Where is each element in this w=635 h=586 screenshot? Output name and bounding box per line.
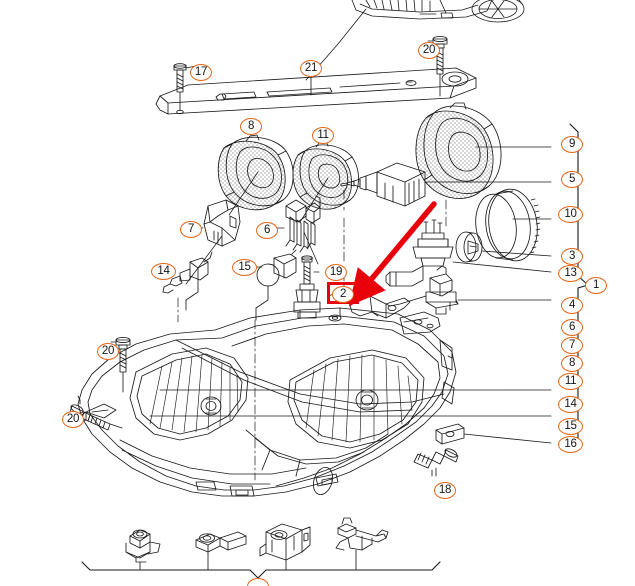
callout-6-list[interactable]: 6 (561, 319, 583, 336)
part-19-adjuster-screw (293, 255, 321, 319)
part-14-bulb (162, 251, 213, 311)
callout-17[interactable]: 17 (190, 64, 212, 81)
part-5-range-motor (340, 162, 552, 207)
leader-lines-right (149, 389, 552, 417)
callout-8-list[interactable]: 8 (561, 355, 583, 372)
bottom-part-1 (125, 529, 161, 571)
part-3-socket-cap (455, 231, 552, 263)
part-4-bulb-socket (385, 265, 552, 315)
car-front-thumbnail (305, 0, 525, 81)
callout-11-upper[interactable]: 11 (312, 127, 334, 144)
callout-20-lower-left[interactable]: 20 (62, 411, 84, 428)
part-1-headlight-housing (77, 307, 457, 497)
callout-20-top[interactable]: 20 (418, 42, 440, 59)
part-6-holder-clip (269, 195, 321, 265)
callout-14-list[interactable]: 14 (558, 396, 583, 413)
bottom-part-2 (195, 531, 247, 571)
bottom-part-3 (259, 523, 311, 571)
callout-11-list[interactable]: 11 (558, 373, 583, 390)
part-15-bulb (248, 249, 297, 321)
callout-7-left[interactable]: 7 (180, 221, 202, 238)
callout-3[interactable]: 3 (561, 248, 583, 265)
callout-2[interactable]: 2 (332, 286, 354, 303)
part-11-seal-cap (292, 135, 359, 223)
callout-8[interactable]: 8 (240, 118, 262, 135)
callout-21[interactable]: 21 (300, 60, 322, 77)
callout-18[interactable]: 18 (434, 482, 456, 499)
headlamp-mount-bracket-left (349, 295, 411, 319)
callout-14-left[interactable]: 14 (151, 263, 176, 280)
bottom-part-4 (335, 517, 389, 571)
part-9-seal-cap-large (415, 102, 552, 199)
highlight-arrow (348, 201, 437, 307)
callout-19[interactable]: 19 (325, 264, 347, 281)
callout-5[interactable]: 5 (561, 171, 583, 188)
callout-10[interactable]: 10 (558, 206, 583, 223)
part-17-screw (173, 63, 197, 115)
callout-1-bracket[interactable]: 1 (585, 277, 607, 294)
bottom-parts-row (81, 517, 441, 579)
callout-16[interactable]: 16 (558, 436, 583, 453)
part-18-screw-lower (413, 448, 459, 477)
callout-7-list[interactable]: 7 (561, 337, 583, 354)
callout-20-mid-left[interactable]: 20 (97, 343, 119, 360)
part-10-retaining-ring (475, 188, 552, 262)
part-16-retaining-clip (435, 423, 552, 445)
callout-15-list[interactable]: 15 (558, 418, 583, 435)
part-20-bolt-upper-left (110, 336, 131, 393)
part-13-halogen-bulb (385, 219, 552, 287)
callout-9[interactable]: 9 (561, 136, 583, 153)
part-7-bulb-holder (185, 199, 241, 285)
part-21-trim-strip (155, 67, 477, 115)
callout-6-left[interactable]: 6 (256, 222, 278, 239)
callout-13[interactable]: 13 (558, 265, 583, 282)
part-8-seal-cap (217, 128, 294, 216)
callout-15-left[interactable]: 15 (232, 259, 257, 276)
callout-4[interactable]: 4 (561, 297, 583, 314)
